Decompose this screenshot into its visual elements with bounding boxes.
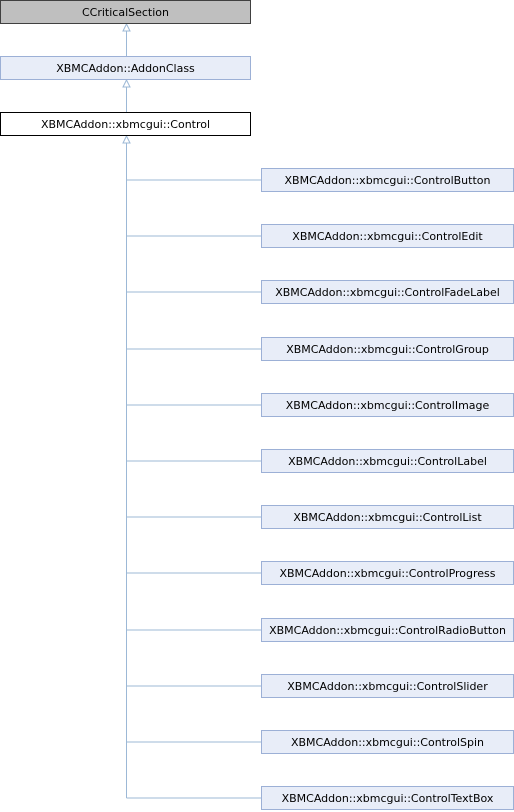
class-node-ccriticalsection[interactable]: CCriticalSection xyxy=(0,0,251,24)
class-node-controlgroup[interactable]: XBMCAddon::xbmcgui::ControlGroup xyxy=(261,337,514,361)
class-node-controlimage[interactable]: XBMCAddon::xbmcgui::ControlImage xyxy=(261,393,514,417)
class-node-controllabel[interactable]: XBMCAddon::xbmcgui::ControlLabel xyxy=(261,449,514,473)
class-node-controlfadelabel[interactable]: XBMCAddon::xbmcgui::ControlFadeLabel xyxy=(261,280,514,304)
class-node-controlprogress[interactable]: XBMCAddon::xbmcgui::ControlProgress xyxy=(261,561,514,585)
class-node-controltextbox[interactable]: XBMCAddon::xbmcgui::ControlTextBox xyxy=(261,786,514,810)
class-node-controlspin[interactable]: XBMCAddon::xbmcgui::ControlSpin xyxy=(261,730,514,754)
arrowhead-ccriticalsection xyxy=(122,22,131,32)
arrowhead-addonclass xyxy=(122,78,131,88)
class-node-controlslider[interactable]: XBMCAddon::xbmcgui::ControlSlider xyxy=(261,674,514,698)
class-node-controllist[interactable]: XBMCAddon::xbmcgui::ControlList xyxy=(261,505,514,529)
class-node-addonclass[interactable]: XBMCAddon::AddonClass xyxy=(0,56,251,80)
class-node-controledit[interactable]: XBMCAddon::xbmcgui::ControlEdit xyxy=(261,224,514,248)
arrowhead-control xyxy=(122,134,131,144)
class-node-control: XBMCAddon::xbmcgui::Control xyxy=(0,112,251,136)
class-node-controlbutton[interactable]: XBMCAddon::xbmcgui::ControlButton xyxy=(261,168,514,192)
class-node-controlradiobutton[interactable]: XBMCAddon::xbmcgui::ControlRadioButton xyxy=(261,618,514,642)
